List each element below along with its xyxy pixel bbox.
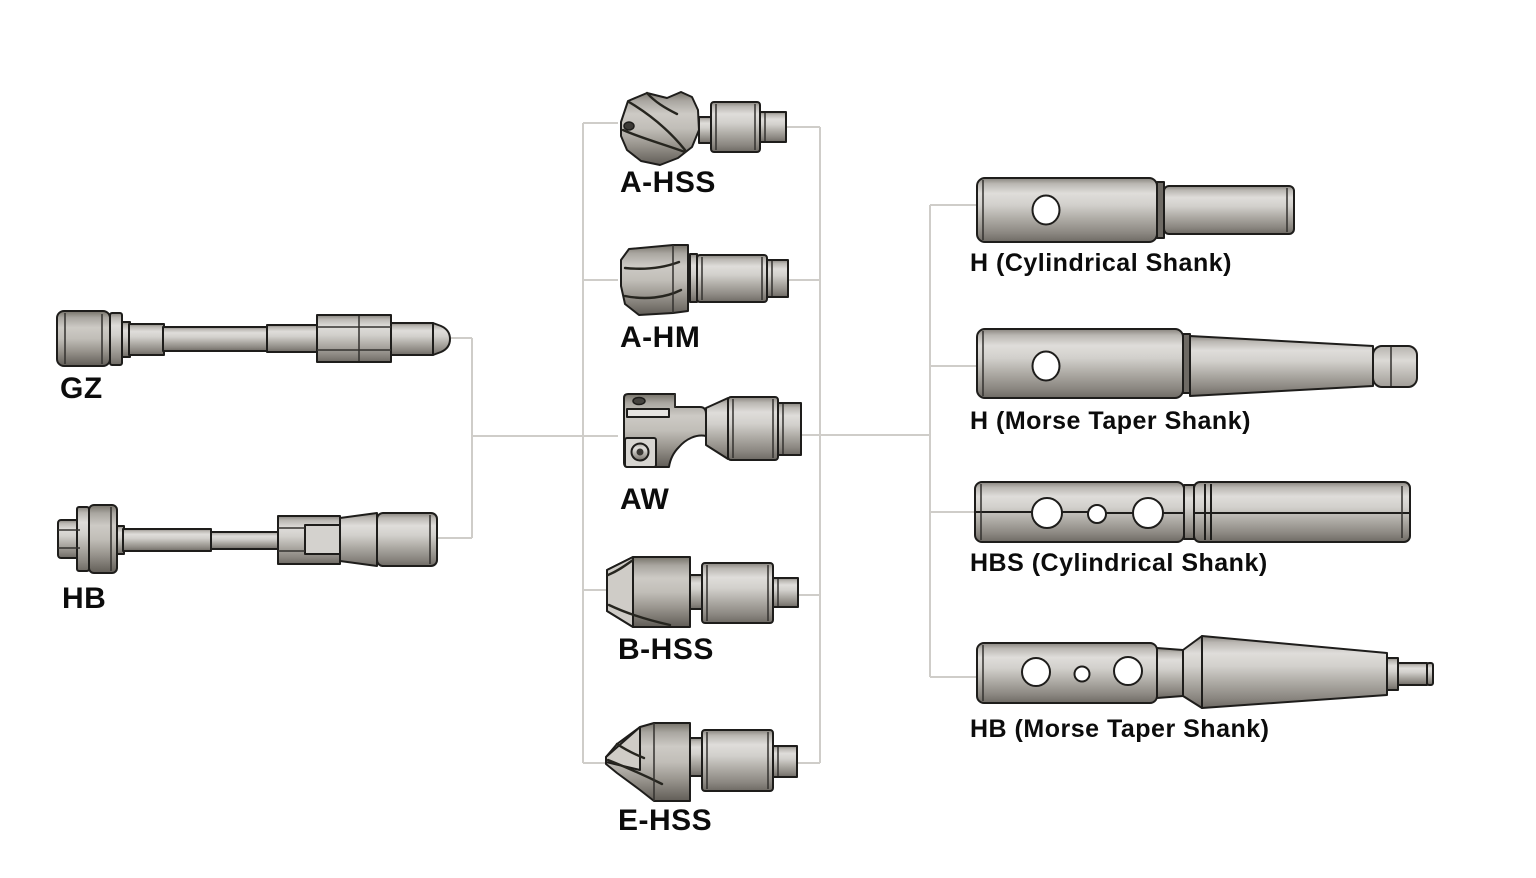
label-hb-morse-taper-shank: HB (Morse Taper Shank): [970, 715, 1270, 743]
label-gz: GZ: [60, 372, 103, 405]
a-hss-tool-drawing: [620, 91, 787, 166]
label-hb: HB: [62, 582, 107, 615]
label-h-cylindrical-shank: H (Cylindrical Shank): [970, 249, 1232, 277]
gz-tool-drawing: [56, 310, 451, 367]
h-cylindrical-shank-tool-drawing: [976, 177, 1295, 243]
b-hss-tool-drawing: [606, 556, 799, 628]
label-aw: AW: [620, 483, 670, 516]
aw-tool-drawing: [623, 393, 802, 468]
e-hss-tool-drawing: [605, 722, 798, 802]
label-e-hss: E-HSS: [618, 804, 713, 837]
label-h-morse-taper-shank: H (Morse Taper Shank): [970, 407, 1251, 435]
label-b-hss: B-HSS: [618, 633, 714, 666]
hb-morse-taper-shank-tool-drawing: [976, 635, 1434, 709]
label-a-hss: A-HSS: [620, 166, 716, 199]
label-a-hm: A-HM: [620, 321, 701, 354]
a-hm-tool-drawing: [620, 244, 789, 316]
label-hbs-cylindrical-shank: HBS (Cylindrical Shank): [970, 549, 1268, 577]
hbs-cylindrical-shank-tool-drawing: [974, 481, 1411, 543]
hb-tool-drawing: [57, 504, 438, 574]
h-morse-taper-shank-tool-drawing: [976, 328, 1418, 399]
